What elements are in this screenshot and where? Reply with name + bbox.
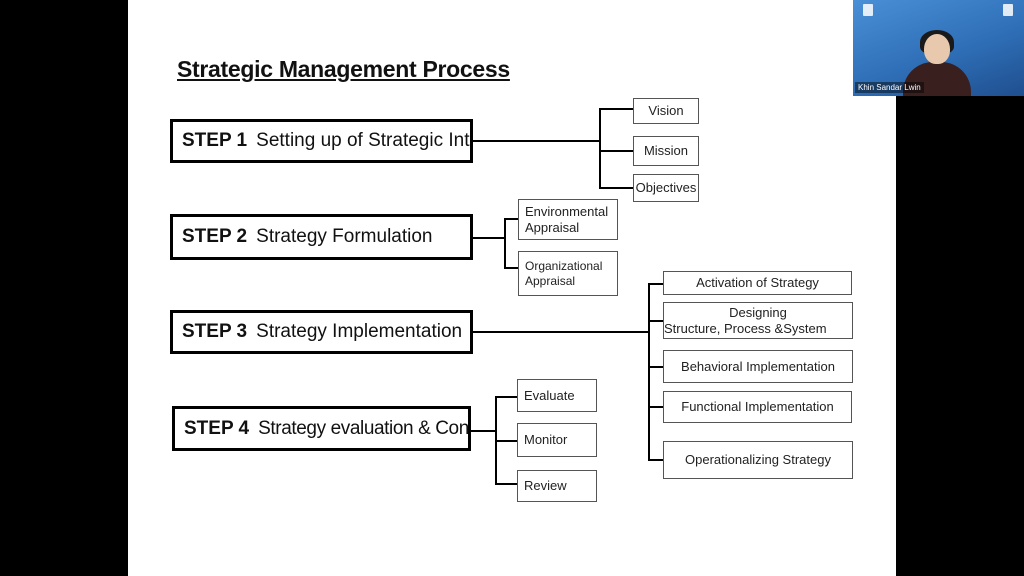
connector: [648, 320, 663, 322]
participant-avatar: [903, 62, 971, 96]
step-3-label: Strategy Implementation: [256, 321, 463, 342]
item-evaluate: Evaluate: [517, 379, 597, 412]
logo-icon: [863, 4, 873, 16]
connector: [648, 459, 663, 461]
item-line: Appraisal: [525, 273, 576, 288]
item-line: Structure, Process &System: [664, 320, 827, 336]
item-organizational-appraisal: Organizational Appraisal: [518, 251, 618, 296]
item-operationalizing-strategy: Operationalizing Strategy: [663, 441, 853, 479]
participant-name: Khin Sandar Lwin: [855, 82, 924, 93]
connector: [648, 366, 663, 368]
item-review: Review: [517, 470, 597, 502]
item-designing: Designing Structure, Process &System: [663, 302, 853, 339]
item-environmental-appraisal: Environmental Appraisal: [518, 199, 618, 240]
connector: [599, 108, 601, 188]
connector: [495, 483, 517, 485]
step-4-box: STEP 4 Strategy evaluation & Control: [172, 406, 471, 451]
item-line: Appraisal: [525, 219, 580, 235]
step-1-box: STEP 1 Setting up of Strategic Intent: [170, 119, 473, 163]
connector: [599, 187, 633, 189]
connector: [504, 218, 506, 268]
connector: [504, 267, 518, 269]
item-functional-implementation: Functional Implementation: [663, 391, 852, 423]
connector: [648, 406, 663, 408]
step-3-box: STEP 3 Strategy Implementation: [170, 310, 473, 354]
step-1-number: STEP 1: [182, 130, 248, 151]
step-4-label: Strategy evaluation & Control: [258, 417, 471, 439]
item-mission: Mission: [633, 136, 699, 166]
step-2-number: STEP 2: [182, 226, 248, 247]
step-2-box: STEP 2 Strategy Formulation: [170, 214, 473, 260]
connector: [599, 108, 633, 110]
connector: [495, 440, 517, 442]
item-monitor: Monitor: [517, 423, 597, 457]
slide-title: Strategic Management Process: [177, 56, 510, 82]
logo-icon: [1003, 4, 1013, 16]
connector: [495, 396, 517, 398]
item-behavioral-implementation: Behavioral Implementation: [663, 350, 853, 383]
connector: [473, 331, 649, 333]
step-2-label: Strategy Formulation: [256, 226, 433, 247]
item-vision: Vision: [633, 98, 699, 124]
connector: [471, 430, 496, 432]
item-activation-of-strategy: Activation of Strategy: [663, 271, 852, 295]
item-objectives: Objectives: [633, 174, 699, 202]
step-3-number: STEP 3: [182, 321, 248, 342]
participant-avatar: [924, 34, 950, 64]
item-line: Environmental: [525, 203, 609, 219]
item-line: Designing: [729, 304, 787, 320]
step-4-number: STEP 4: [184, 417, 250, 439]
connector: [473, 140, 600, 142]
connector: [648, 283, 650, 461]
connector: [504, 218, 518, 220]
step-1-label: Setting up of Strategic Intent: [256, 130, 473, 151]
connector: [473, 237, 505, 239]
connector: [599, 150, 633, 152]
item-line: Organizational: [525, 259, 603, 274]
connector: [648, 283, 663, 285]
